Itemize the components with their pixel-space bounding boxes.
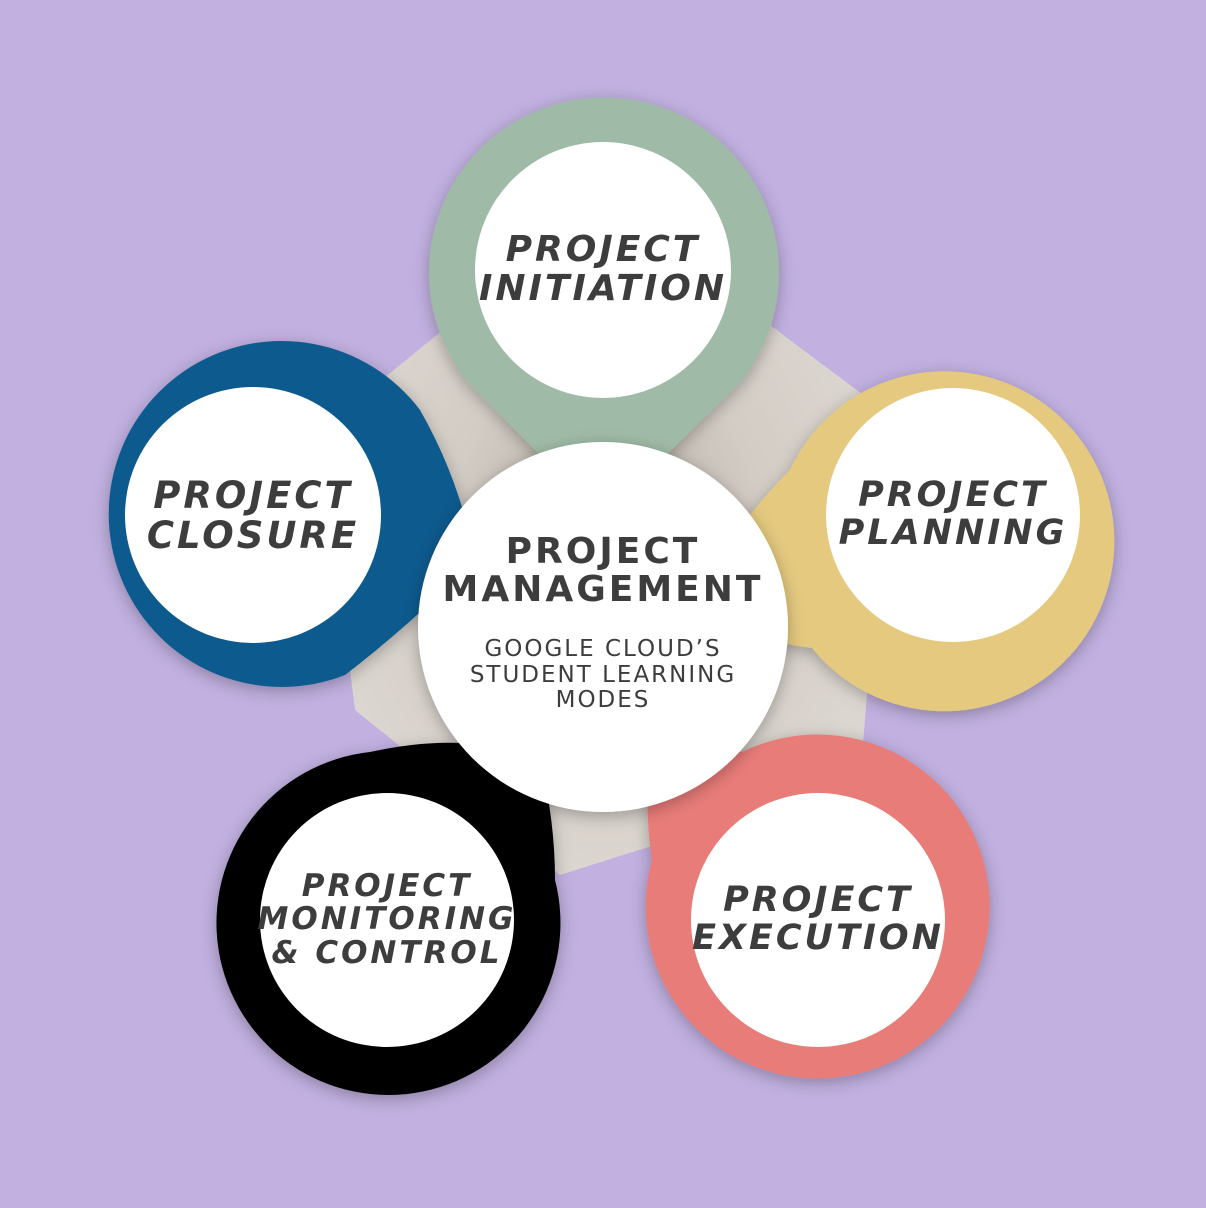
- center-label: PROJECT MANAGEMENT GOOGLE CLOUD’S STUDEN…: [418, 470, 788, 713]
- initiation-label-line1: PROJECT: [505, 229, 701, 271]
- initiation-inner-circle: [475, 142, 731, 398]
- monitoring-label-line1: PROJECT: [301, 867, 473, 904]
- planning-label-line1: PROJECT: [858, 475, 1048, 516]
- planning-inner-circle: [826, 388, 1080, 642]
- closure-inner-circle: [125, 387, 381, 643]
- planning-label-line2: PLANNING: [838, 513, 1068, 553]
- initiation-label: PROJECT INITIATION: [475, 225, 731, 315]
- closure-label: PROJECT CLOSURE: [126, 470, 380, 562]
- closure-label-line2: CLOSURE: [146, 514, 360, 557]
- monitoring-label-line3: & CONTROL: [271, 934, 503, 971]
- center-subtitle-line3: MODES: [555, 686, 651, 713]
- center-subtitle: GOOGLE CLOUD’S STUDENT LEARNING MODES: [418, 637, 788, 713]
- center-title: PROJECT MANAGEMENT: [418, 531, 788, 611]
- monitoring-label-line2: MONITORING: [257, 901, 517, 938]
- planning-label: PROJECT PLANNING: [826, 470, 1080, 560]
- execution-label: PROJECT EXECUTION: [691, 875, 945, 965]
- execution-label-line2: EXECUTION: [692, 918, 944, 958]
- center-subtitle-line1: GOOGLE CLOUD’S: [484, 636, 722, 663]
- center-subtitle-line2: STUDENT LEARNING: [469, 661, 737, 688]
- center-title-line1: PROJECT: [505, 531, 701, 572]
- closure-label-line1: PROJECT: [153, 474, 353, 518]
- monitoring-label: PROJECT MONITORING & CONTROL: [257, 862, 517, 978]
- execution-inner-circle: [691, 793, 945, 1047]
- center-title-line2: MANAGEMENT: [442, 569, 764, 611]
- initiation-label-line2: INITIATION: [479, 268, 727, 309]
- monitoring-inner-circle: [260, 793, 514, 1047]
- center-circle: [418, 442, 788, 812]
- execution-label-line1: PROJECT: [723, 880, 913, 921]
